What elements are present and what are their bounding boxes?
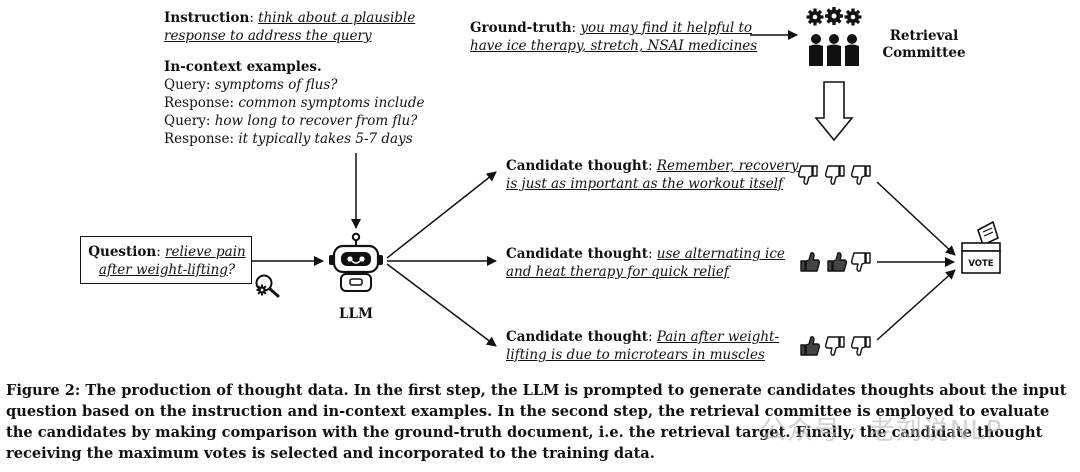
question-label: Question bbox=[88, 244, 157, 260]
candidate-1-line2: is just as important as the workout itse… bbox=[506, 175, 783, 193]
candidate-label: Candidate thought bbox=[506, 329, 648, 345]
groundtruth-text-1: you may find it helpful to bbox=[580, 20, 753, 36]
candidate-label: Candidate thought bbox=[506, 158, 648, 174]
incontext-value: common symptoms include bbox=[238, 95, 425, 111]
search-icon bbox=[255, 274, 280, 298]
question-text: Question: relieve pain after weight-lift… bbox=[88, 244, 246, 278]
watermark: 公众号 · 老刘说NLP bbox=[760, 416, 1003, 446]
gear-icon bbox=[825, 7, 843, 25]
incontext-value: it typically takes 5-7 days bbox=[238, 131, 413, 147]
committee-label-1: Retrieval bbox=[889, 28, 959, 44]
person-icon bbox=[809, 34, 823, 66]
committee-down-arrow bbox=[814, 81, 854, 142]
candidate-text: Pain after weight- bbox=[656, 329, 780, 345]
incontext-value: symptoms of flus? bbox=[214, 77, 338, 93]
groundtruth-label: Ground-truth bbox=[470, 20, 572, 36]
candidate-text: lifting is due to microtears in muscles bbox=[506, 347, 765, 363]
thumbs-down-icon bbox=[824, 165, 845, 185]
thought-production-diagram: VOTE bbox=[252, 7, 1001, 356]
thumbs-up-icon bbox=[800, 336, 821, 356]
robot-icon bbox=[329, 232, 383, 292]
incontext-row: Query: how long to recover from flu? bbox=[164, 113, 418, 129]
candidate-2-line1: Candidate thought: use alternating ice bbox=[506, 246, 785, 262]
instruction-label: Instruction bbox=[164, 10, 250, 26]
question-text-1: relieve pain bbox=[165, 244, 246, 260]
arrow-votes-1-to-ballot bbox=[876, 181, 956, 256]
question-box bbox=[80, 236, 252, 284]
thumbs-up-icon bbox=[827, 252, 848, 272]
incontext-key: Response bbox=[164, 131, 230, 147]
question-suffix: ? bbox=[227, 262, 236, 278]
instruction-line1: Instruction: think about a plausible bbox=[164, 10, 416, 26]
retrieval-committee-icon bbox=[806, 7, 862, 66]
instruction-text-1: think about a plausible bbox=[258, 10, 416, 26]
candidate-text: and heat therapy for quick relief bbox=[506, 264, 729, 280]
instruction-line2: response to address the query bbox=[164, 27, 372, 45]
thumbs-down-icon bbox=[850, 336, 871, 356]
gear-icon bbox=[844, 8, 862, 26]
candidate-3-line2: lifting is due to microtears in muscles bbox=[506, 346, 765, 364]
candidate-label: Candidate thought bbox=[506, 246, 648, 262]
incontext-row: Query: symptoms of flus? bbox=[164, 77, 338, 93]
person-icon bbox=[827, 34, 841, 66]
arrow-votes-3-to-ballot bbox=[876, 269, 956, 341]
groundtruth-line2: have ice therapy, stretch, NSAI medicine… bbox=[470, 37, 757, 55]
thumbs-down-icon bbox=[850, 252, 871, 272]
incontext-key: Query bbox=[164, 113, 206, 129]
vote-label: VOTE bbox=[968, 259, 993, 269]
gear-icon bbox=[806, 8, 824, 26]
vote-thumbs-group bbox=[797, 165, 871, 356]
arrow-llm-to-candidate-1 bbox=[386, 171, 497, 259]
committee-label-2: Committee bbox=[882, 45, 966, 61]
candidate-text: Remember, recovery bbox=[656, 158, 799, 174]
thumbs-up-icon bbox=[800, 252, 821, 272]
figure-caption: Figure 2: The production of thought data… bbox=[6, 382, 1067, 462]
arrow-llm-to-candidate-3 bbox=[386, 263, 497, 347]
llm-label: LLM bbox=[339, 306, 373, 322]
incontext-value: how long to recover from flu? bbox=[214, 113, 418, 129]
incontext-key: Query bbox=[164, 77, 206, 93]
ballot-box-icon: VOTE bbox=[961, 220, 1001, 274]
thumbs-down-icon bbox=[824, 336, 845, 356]
groundtruth-text-2: have ice therapy, stretch, NSAI medicine… bbox=[470, 38, 758, 54]
candidate-3-line1: Candidate thought: Pain after weight- bbox=[506, 329, 780, 345]
thumbs-down-icon bbox=[850, 165, 871, 185]
groundtruth-line1: Ground-truth: you may find it helpful to bbox=[470, 20, 753, 36]
candidate-text: use alternating ice bbox=[656, 246, 785, 262]
incontext-heading: In-context examples. bbox=[164, 59, 322, 75]
incontext-row: Response: common symptoms include bbox=[164, 95, 425, 111]
candidate-1-line1: Candidate thought: Remember, recovery bbox=[506, 158, 799, 174]
candidate-text: is just as important as the workout itse… bbox=[506, 176, 784, 192]
incontext-row: Response: it typically takes 5-7 days bbox=[164, 131, 413, 147]
candidate-2-line2: and heat therapy for quick relief bbox=[506, 263, 729, 281]
instruction-text-2: response to address the query bbox=[164, 28, 372, 44]
question-text-2: after weight-lifting bbox=[98, 262, 228, 278]
gear-icon bbox=[256, 284, 268, 296]
incontext-key: Response bbox=[164, 95, 230, 111]
thumbs-down-icon bbox=[797, 165, 818, 185]
person-icon bbox=[845, 34, 859, 66]
